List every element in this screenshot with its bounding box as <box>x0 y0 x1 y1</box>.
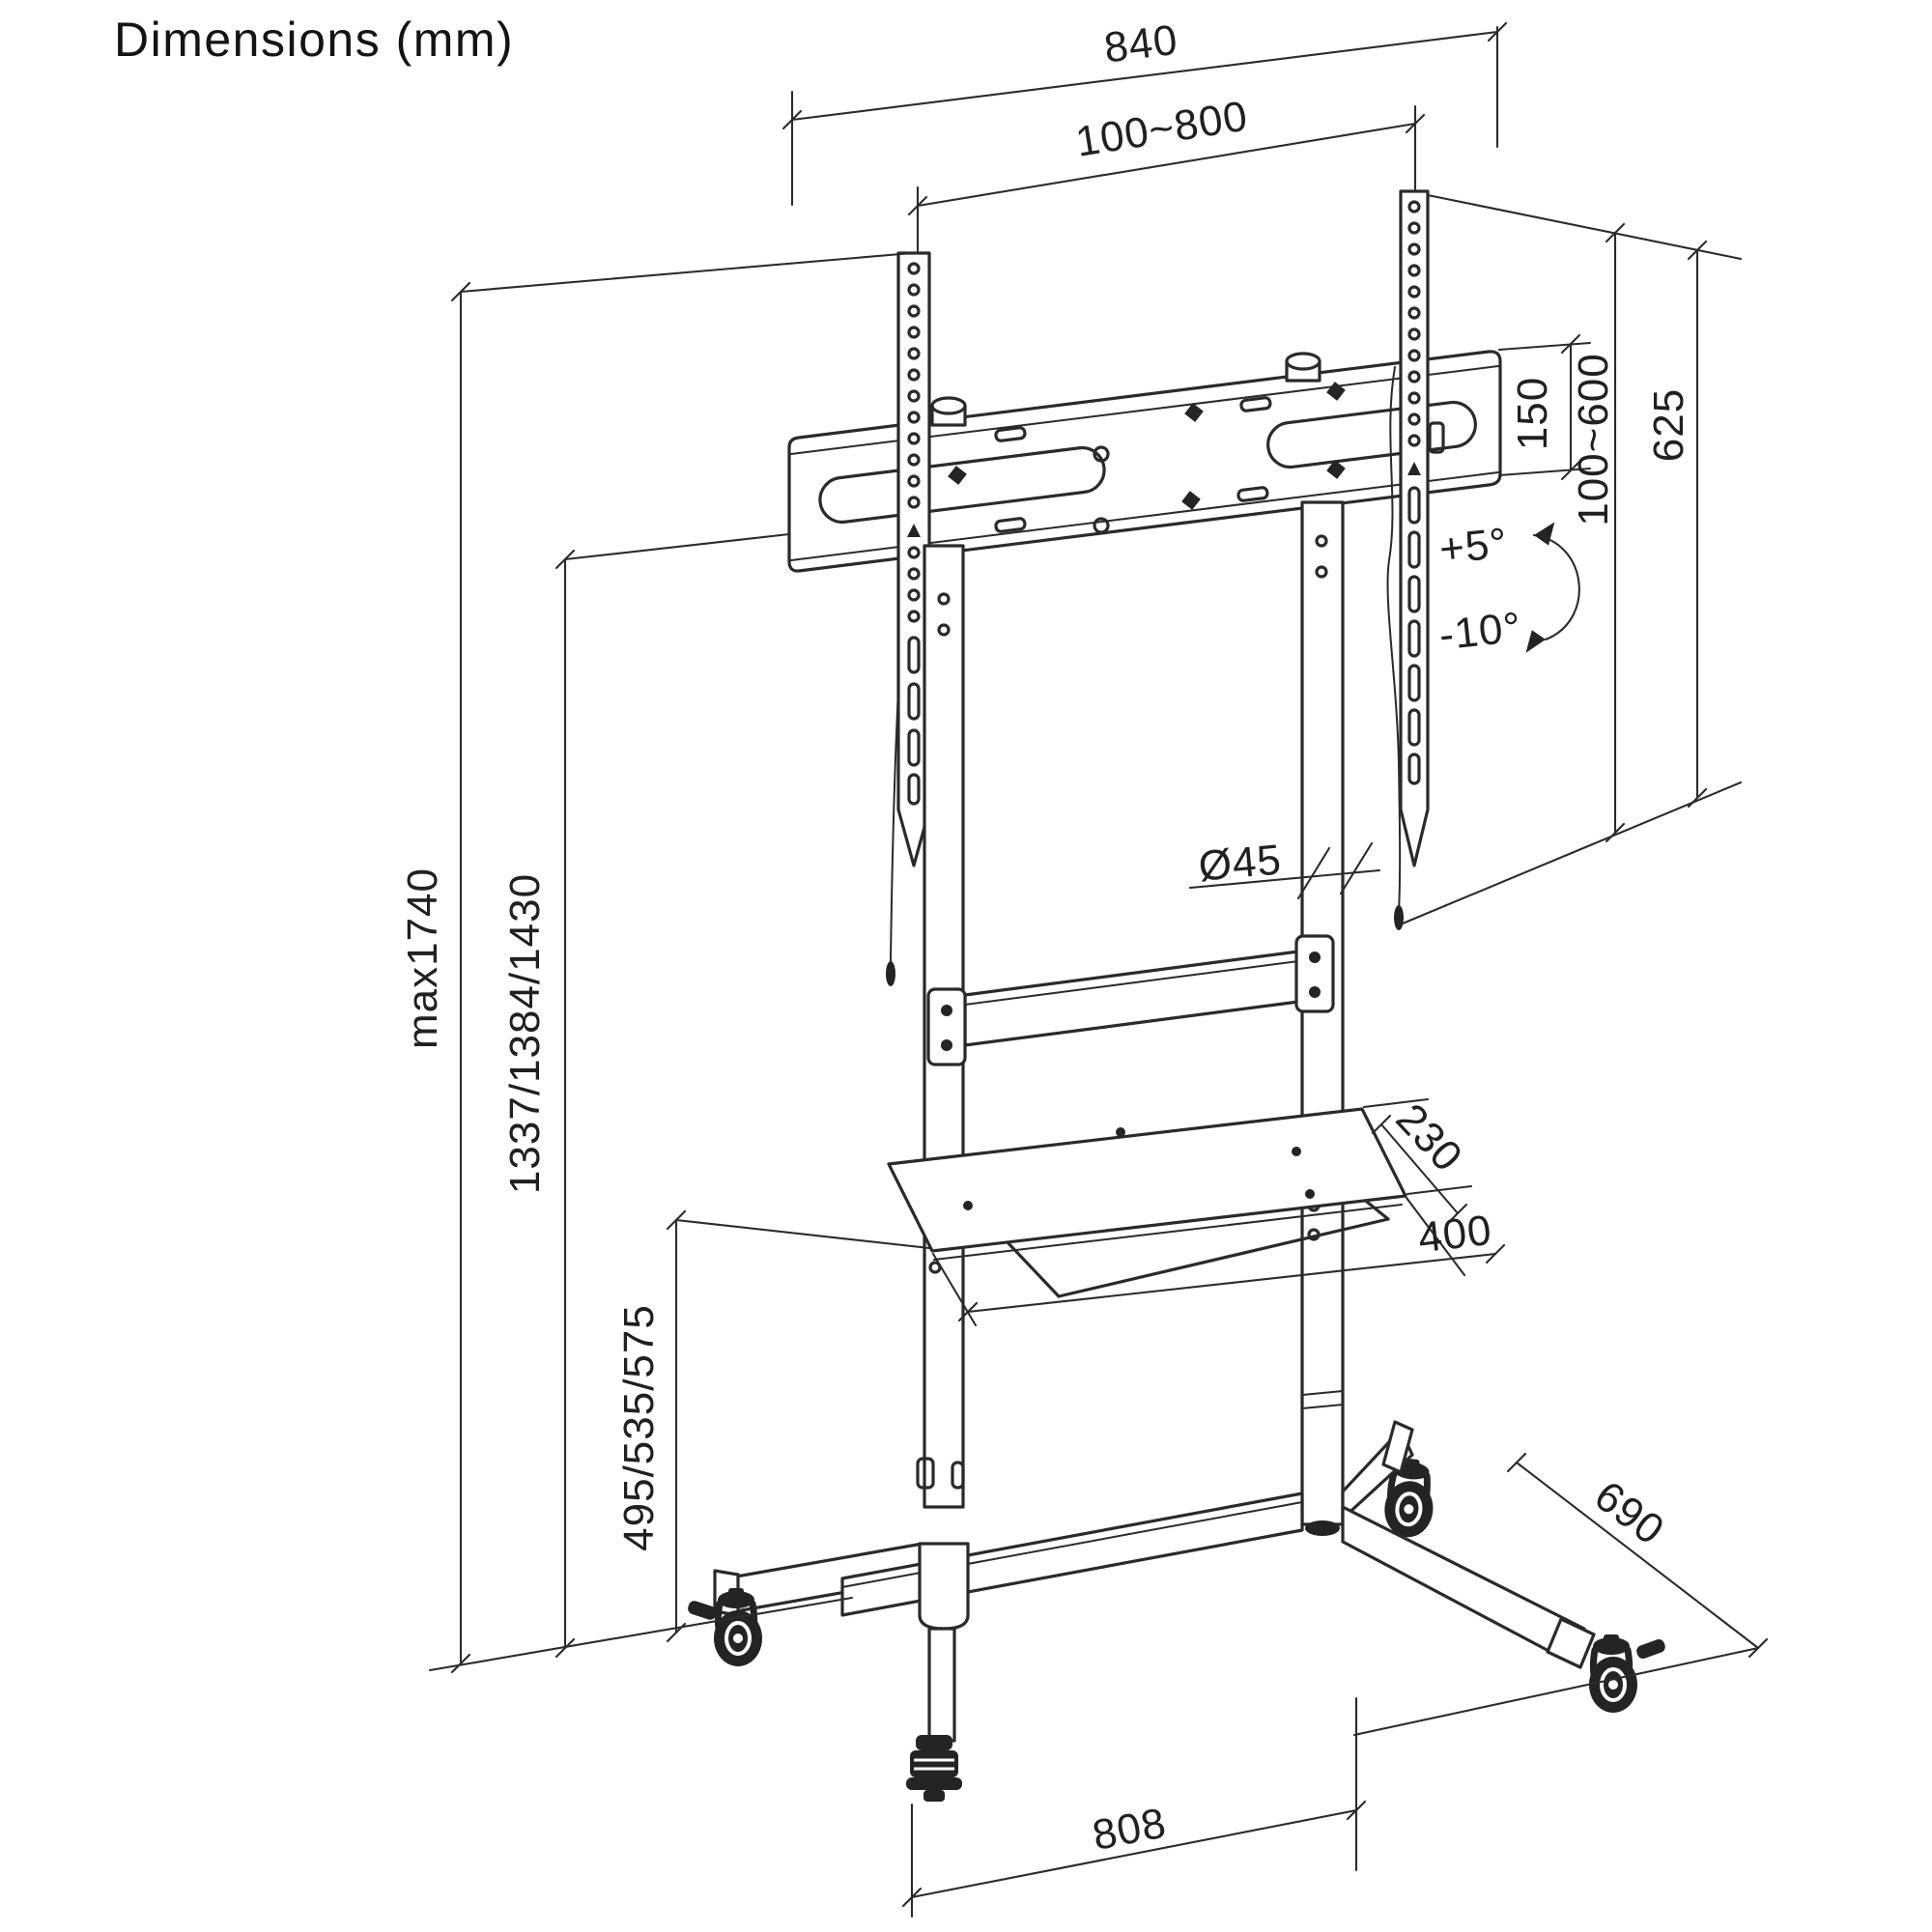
dim-vesa-height-range: 100~600 <box>1570 353 1617 526</box>
dim-tilt-down: -10° <box>1437 604 1524 660</box>
dim-shelf-width: 400 <box>1416 1207 1494 1262</box>
right-pole <box>1300 500 1345 1536</box>
dim-base-depth: 690 <box>1586 1472 1673 1554</box>
media-shelf <box>887 1107 1407 1298</box>
page-title: Dimensions (mm) <box>114 13 514 67</box>
right-knob <box>1285 352 1321 383</box>
dim-overall-width: 840 <box>1101 16 1180 72</box>
dim-screen-center-heights: 1337/1384/1430 <box>501 873 549 1194</box>
dimension-labels: 840 100~800 150 100~600 625 +5° -10° Ø45… <box>399 16 1692 1860</box>
tv-mount-assembly <box>688 189 1665 1802</box>
right-caster <box>1589 1634 1637 1713</box>
dim-plate-height: 150 <box>1509 377 1556 450</box>
cross-brace <box>926 934 1335 1066</box>
dim-tilt-up: +5° <box>1437 520 1510 574</box>
dim-shelf-heights: 495/535/575 <box>615 1304 663 1551</box>
dim-max-height: max1740 <box>399 867 446 1049</box>
dimension-lines <box>428 21 1769 1918</box>
right-vesa-rail <box>1386 189 1445 930</box>
tv-mount-bar <box>787 350 1502 573</box>
leveling-foot <box>906 1735 962 1802</box>
dim-base-width: 808 <box>1089 1799 1170 1860</box>
dim-shelf-depth: 230 <box>1387 1094 1472 1180</box>
dim-bracket-height: 625 <box>1645 388 1692 462</box>
base-assembly <box>688 1420 1665 1802</box>
left-vesa-rail <box>886 251 931 986</box>
left-knob <box>930 396 967 427</box>
dim-pole-diameter: Ø45 <box>1197 836 1284 890</box>
